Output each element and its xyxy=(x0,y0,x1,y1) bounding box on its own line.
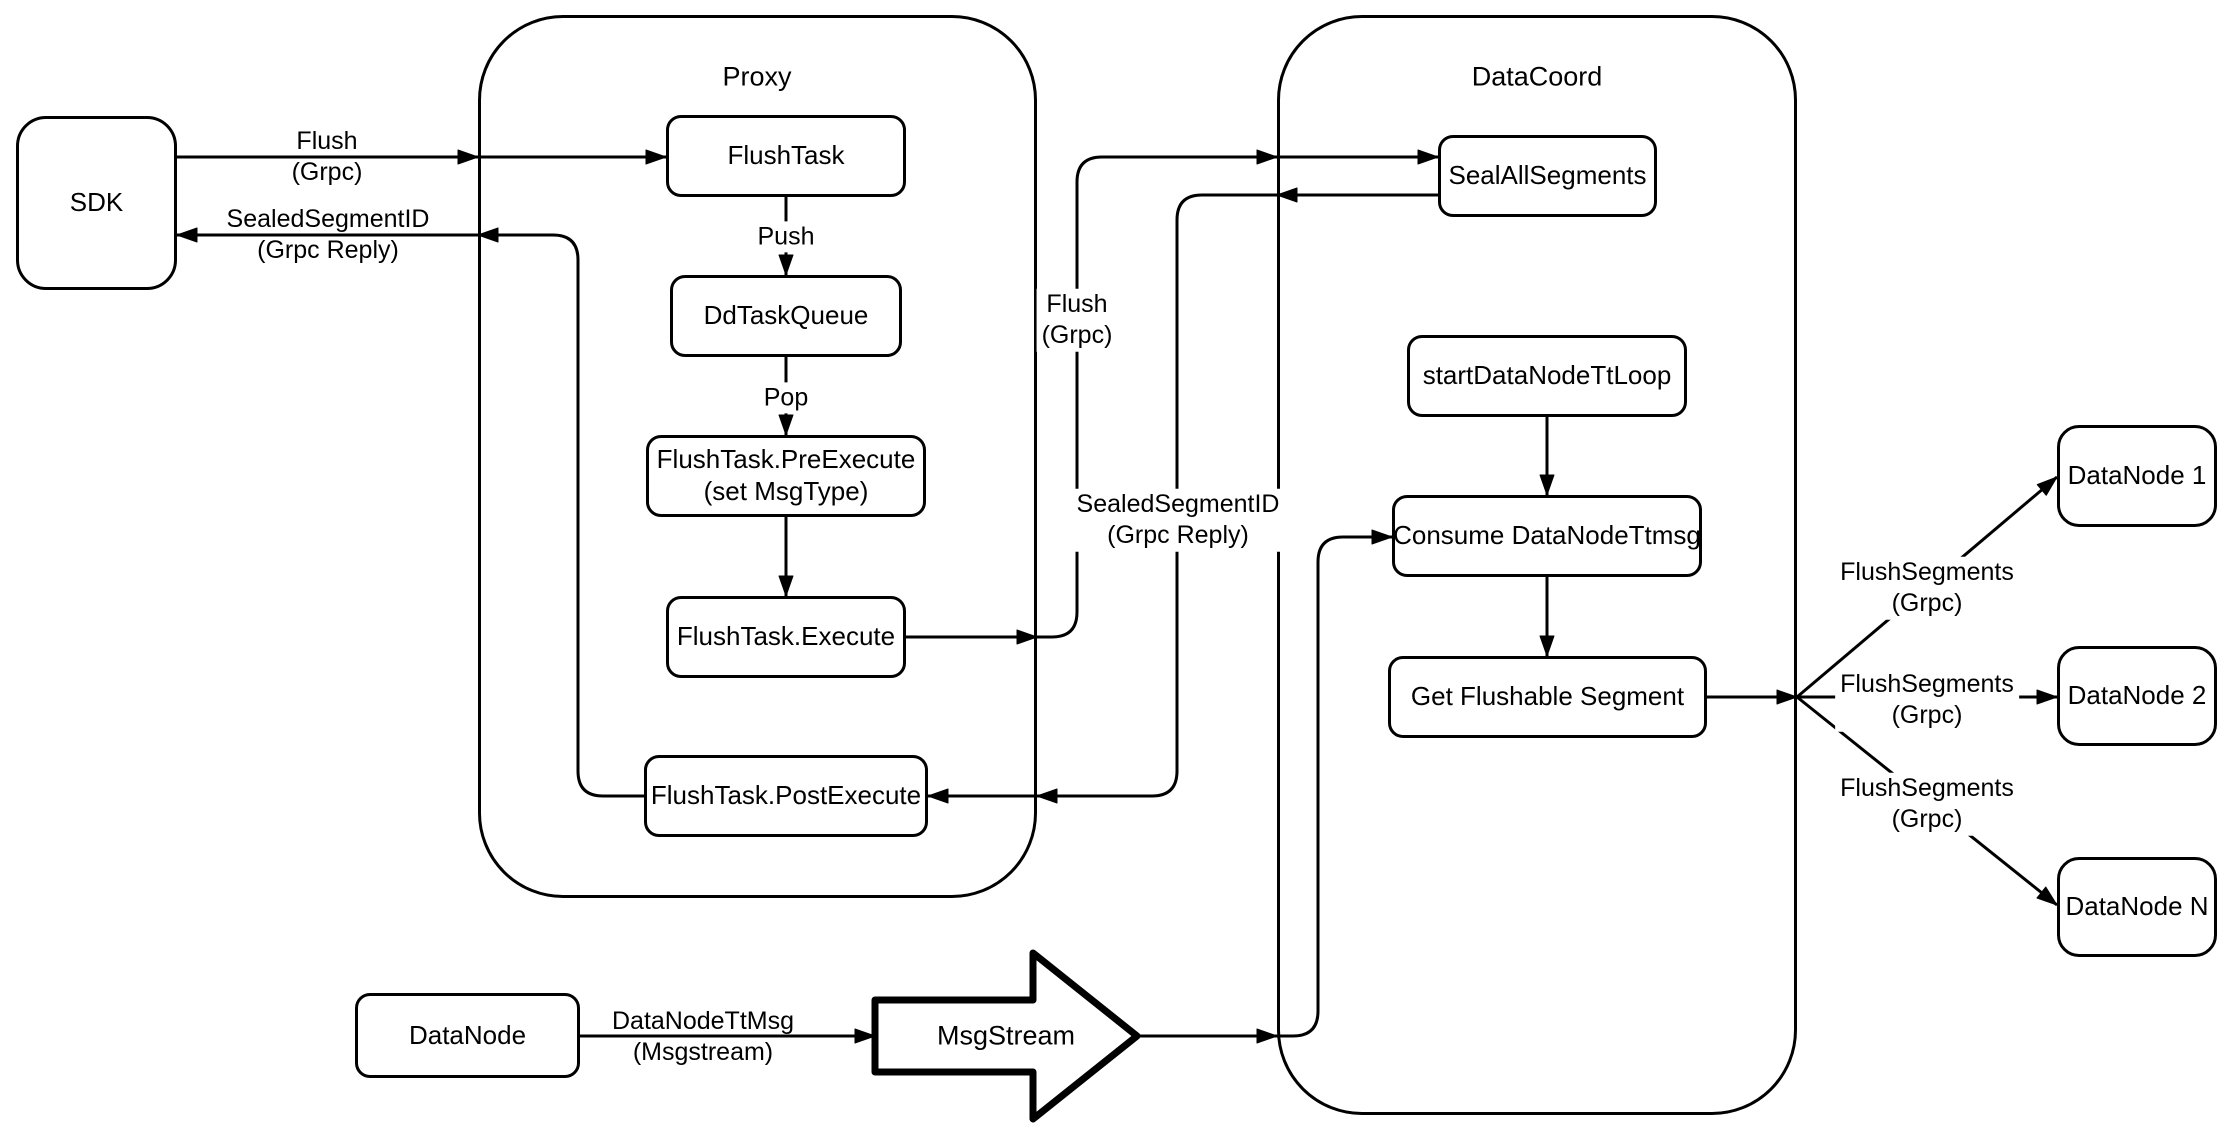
node-consume-datanodettmsg-label: Consume DataNodeTtmsg xyxy=(1393,520,1701,551)
node-preexecute-line1: FlushTask.PreExecute xyxy=(656,444,916,475)
node-datanode-2: DataNode 2 xyxy=(2057,646,2217,746)
node-flushtask-label: FlushTask xyxy=(727,140,845,171)
node-postexecute-label: FlushTask.PostExecute xyxy=(650,780,922,811)
node-sealallsegments-label: SealAllSegments xyxy=(1448,160,1647,191)
label-sealedsegmentid-mid: SealedSegmentID (Grpc Reply) xyxy=(1071,488,1285,552)
label-datanodettmsg: DataNodeTtMsg (Msgstream) xyxy=(611,1006,795,1066)
node-sdk: SDK xyxy=(16,116,177,290)
node-startdatanodettloop-label: startDataNodeTtLoop xyxy=(1422,360,1672,391)
label-flush-grpc-sdk: Flush (Grpc) xyxy=(291,126,363,186)
node-datanode-1-label: DataNode 1 xyxy=(2067,460,2207,491)
edge-postexecute-to-proxy-edge xyxy=(477,227,644,798)
node-preexecute: FlushTask.PreExecute (set MsgType) xyxy=(646,435,926,517)
label-sealedsegmentid-sdk: SealedSegmentID (Grpc Reply) xyxy=(226,204,430,264)
node-datanode-n-label: DataNode N xyxy=(2065,891,2209,922)
node-datanode: DataNode xyxy=(355,993,580,1078)
label-flushsegments-1: FlushSegments (Grpc) xyxy=(1835,556,2019,620)
node-datanode-1: DataNode 1 xyxy=(2057,425,2217,527)
node-preexecute-line2: (set MsgType) xyxy=(703,476,869,506)
label-push: Push xyxy=(752,221,820,253)
msgstream-shape xyxy=(871,949,1141,1123)
node-postexecute: FlushTask.PostExecute xyxy=(644,755,928,837)
node-datanode-n: DataNode N xyxy=(2057,857,2217,957)
proxy-title: Proxy xyxy=(722,61,792,92)
node-execute-label: FlushTask.Execute xyxy=(676,621,896,652)
node-execute: FlushTask.Execute xyxy=(666,596,906,678)
node-sdk-label: SDK xyxy=(69,187,124,218)
node-startdatanodettloop: startDataNodeTtLoop xyxy=(1407,335,1687,417)
node-get-flushable-segment: Get Flushable Segment xyxy=(1388,656,1707,738)
node-ddtaskqueue-label: DdTaskQueue xyxy=(703,300,869,331)
datacoord-container xyxy=(1277,15,1797,1115)
label-pop: Pop xyxy=(758,382,814,414)
node-datanode-2-label: DataNode 2 xyxy=(2067,680,2207,711)
node-ddtaskqueue: DdTaskQueue xyxy=(670,275,902,357)
label-flushsegments-2: FlushSegments (Grpc) xyxy=(1835,668,2019,732)
node-datanode-label: DataNode xyxy=(408,1019,527,1050)
proxy-container xyxy=(478,15,1037,898)
node-sealallsegments: SealAllSegments xyxy=(1438,135,1657,217)
node-get-flushable-segment-label: Get Flushable Segment xyxy=(1410,681,1685,712)
label-flush-grpc-mid: Flush (Grpc) xyxy=(1036,288,1118,352)
node-consume-datanodettmsg: Consume DataNodeTtmsg xyxy=(1392,495,1702,577)
edge-flush-grpc-up xyxy=(1037,149,1278,639)
node-flushtask: FlushTask xyxy=(666,115,906,197)
label-flushsegments-3: FlushSegments (Grpc) xyxy=(1835,772,2019,836)
datacoord-title: DataCoord xyxy=(1471,61,1603,92)
edge-ttmsg-up-to-consume xyxy=(1277,529,1393,1038)
msgstream-label: MsgStream xyxy=(936,1020,1076,1051)
